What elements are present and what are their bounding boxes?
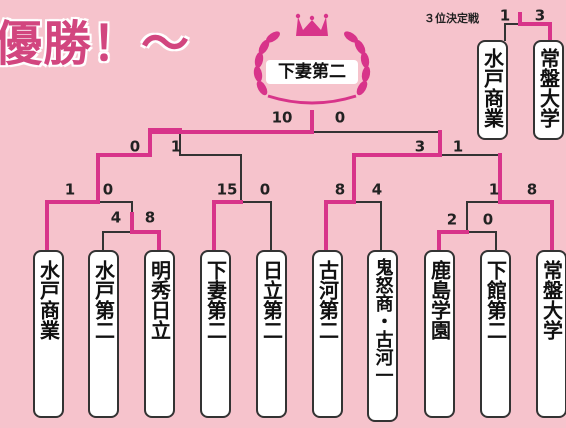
team-card: 下館第二 (480, 250, 511, 418)
qf1-left-score: 1 (64, 180, 76, 199)
third-place-team-card: 水戸商業 (477, 40, 508, 140)
team-card: 日立第二 (256, 250, 287, 418)
team-name: 明秀日立 (147, 260, 172, 340)
semifinal-right-right-score: 1 (452, 137, 464, 156)
qf4-right-score: 8 (526, 180, 538, 199)
third-place-team-card: 常盤大学 (533, 40, 564, 140)
team-card: 鬼怒商・古河一 (367, 250, 398, 422)
team-name: 古河第二 (315, 260, 340, 340)
team-card: 古河第二 (312, 250, 343, 418)
team-name: 鬼怒商・古河一 (372, 258, 394, 384)
team-name: 日立第二 (259, 260, 284, 340)
team-name: 鹿島学園 (427, 260, 452, 340)
r1a-right-score: 8 (144, 208, 156, 227)
team-card: 鹿島学園 (424, 250, 455, 418)
team-card: 下妻第二 (200, 250, 231, 418)
team-card: 水戸第二 (88, 250, 119, 418)
semifinal-right-left-score: 3 (414, 137, 426, 156)
final-right-score: 0 (334, 108, 346, 127)
r1a-left-score: 4 (110, 208, 122, 227)
team-name: 常盤大学 (539, 260, 564, 340)
qf1-right-score: 0 (102, 180, 114, 199)
team-name: 下館第二 (483, 260, 508, 340)
qf2-left-score: 15 (216, 180, 238, 199)
champion-name: 下妻第二 (266, 60, 358, 84)
team-name: 常盤大学 (536, 48, 561, 128)
team-name: 水戸商業 (36, 260, 61, 340)
team-name: 下妻第二 (203, 260, 228, 340)
semifinal-left-right-score: 1 (170, 137, 182, 156)
team-name: 水戸商業 (480, 48, 505, 128)
qf4-left-score: 1 (488, 180, 500, 199)
r1b-right-score: 0 (482, 210, 494, 229)
third-place-right-score: 3 (534, 6, 546, 25)
r1b-left-score: 2 (446, 210, 458, 229)
crown-laurel-icon (253, 13, 371, 105)
third-place-label: ３位決定戦 (424, 12, 479, 25)
qf3-left-score: 8 (334, 180, 346, 199)
bracket-lines-winner (45, 12, 554, 252)
qf3-right-score: 4 (371, 180, 383, 199)
qf2-right-score: 0 (259, 180, 271, 199)
team-name: 水戸第二 (91, 260, 116, 340)
team-card: 常盤大学 (536, 250, 566, 418)
third-place-left-score: 1 (499, 6, 511, 25)
team-card: 水戸商業 (33, 250, 64, 418)
page-title: 優勝！〜 (0, 16, 191, 72)
team-card: 明秀日立 (144, 250, 175, 418)
semifinal-left-left-score: 0 (129, 137, 141, 156)
final-left-score: 10 (271, 108, 293, 127)
